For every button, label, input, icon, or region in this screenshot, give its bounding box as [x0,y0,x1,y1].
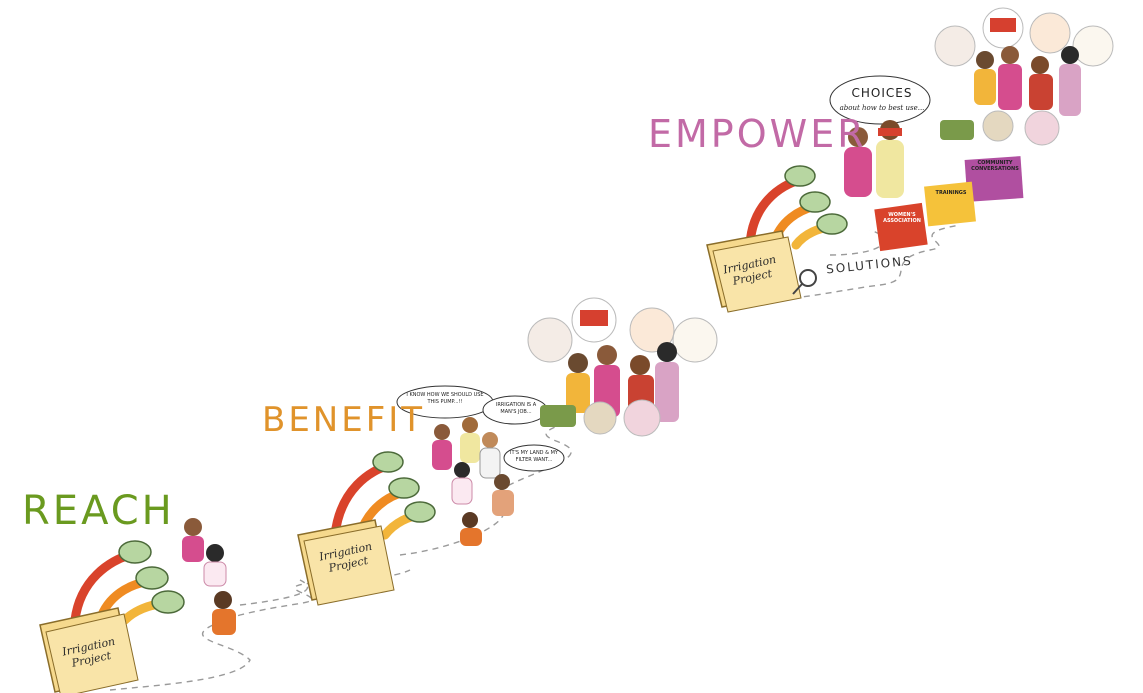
reach-pumps [118,540,185,614]
empower-pumps [784,165,848,235]
choices-subtext: about how to best use... [839,104,925,112]
reach-people [182,518,236,635]
magnifier-icon [792,269,817,295]
stage-title-reach: REACH [22,488,175,534]
stage-title-empower: EMPOWER [648,112,867,156]
empower-outcomes [934,7,1114,146]
speech-quote-1: I KNOW HOW WE SHOULD USE THIS PUMP...!! [406,392,484,405]
empower-cards [874,156,1024,252]
folder-empower [706,230,802,313]
speech-quote-3: IT'S MY LAND & MY FILTER WANT... [510,450,558,463]
benefit-people [432,417,514,546]
folder-benefit [297,519,395,606]
card-trainings: TRAININGS [935,190,967,196]
benefit-outcomes [527,297,718,437]
choices-bubble [829,75,931,125]
choices-text: CHOICES [851,86,913,100]
speech-quote-2: IRRIGATION IS A MAN'S JOB... [495,402,537,415]
card-community-conversations: COMMUNITY CONVERSATIONS [971,160,1019,172]
empower-people [844,120,904,198]
card-third: WOMEN'S ASSOCIATION [883,212,921,224]
benefit-pipes [330,460,425,540]
stage-title-benefit: BENEFIT [262,400,426,440]
folder-reach [39,607,139,693]
benefit-speech-bubbles [396,385,565,472]
benefit-pumps [372,451,436,523]
